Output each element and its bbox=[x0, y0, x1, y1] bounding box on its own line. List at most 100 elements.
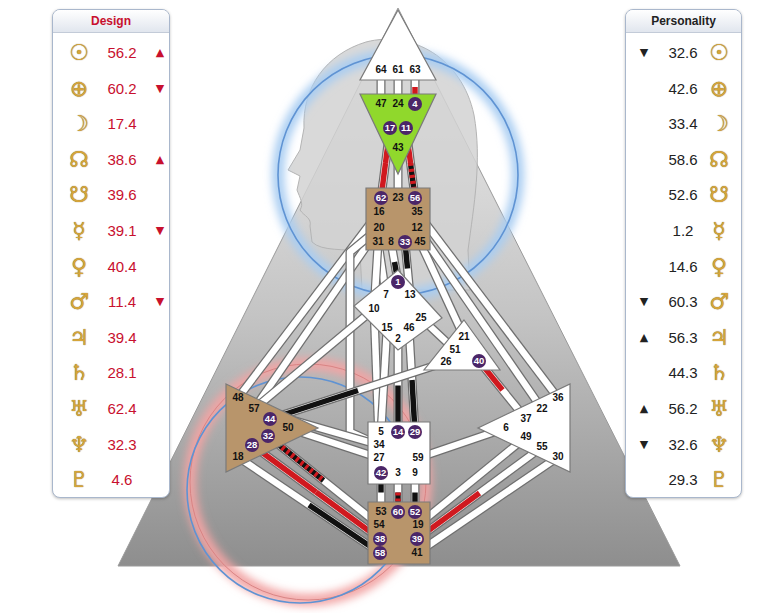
gate-number: 13 bbox=[404, 290, 415, 300]
channel bbox=[417, 447, 542, 539]
gate-number: 55 bbox=[536, 442, 547, 452]
channel-fill bbox=[238, 457, 380, 553]
center-outline bbox=[368, 502, 430, 564]
change-arrow: ▼ bbox=[640, 295, 648, 308]
throat-center: 622356163520123183345 bbox=[366, 188, 430, 250]
gate-number: 44 bbox=[263, 412, 277, 426]
gate-number: 41 bbox=[411, 548, 422, 558]
sacral-center: 514293427594239 bbox=[368, 422, 430, 484]
gate-number: 16 bbox=[373, 207, 384, 217]
gate-line-value: 38.6 bbox=[107, 150, 136, 167]
planet-symbol: ♆ bbox=[709, 431, 729, 456]
gate-line-value: 56.3 bbox=[668, 328, 697, 345]
gate-number: 30 bbox=[552, 452, 563, 462]
root-center: 536052541938395841 bbox=[368, 502, 430, 564]
panel-title: Personality bbox=[626, 10, 741, 32]
gate-number: 62 bbox=[374, 191, 388, 205]
gate-line-value: 44.3 bbox=[668, 364, 697, 381]
planet-symbol: ♅ bbox=[709, 396, 729, 421]
solar-plexus-center: 3622376495530 bbox=[478, 384, 570, 472]
ajna-center: 47244171143 bbox=[360, 94, 436, 174]
gate-number: 7 bbox=[383, 290, 389, 300]
gate-line-value: 58.6 bbox=[668, 150, 697, 167]
gate-number: 10 bbox=[368, 304, 379, 314]
panel-header: Personality bbox=[626, 10, 741, 33]
gate-number: 33 bbox=[398, 235, 412, 249]
planet-symbol: ⊕ bbox=[70, 75, 88, 100]
planet-symbol: ♇ bbox=[709, 467, 729, 492]
channel-fill bbox=[270, 362, 446, 419]
gate-number: 9 bbox=[412, 468, 418, 478]
change-arrow: ▼ bbox=[156, 81, 164, 94]
channel-fill bbox=[252, 445, 380, 539]
gate-number: 63 bbox=[409, 65, 420, 75]
gate-line-value: 33.4 bbox=[668, 115, 697, 132]
glow-ring bbox=[278, 55, 518, 295]
panel-header: Design bbox=[53, 10, 169, 33]
gate-line-value: 32.3 bbox=[107, 435, 136, 452]
gate-line-value: 42.6 bbox=[668, 79, 697, 96]
planet-symbol: ♂ bbox=[69, 289, 89, 314]
channel-outline bbox=[350, 228, 379, 445]
planet-symbol: ♄ bbox=[709, 360, 729, 385]
panel-title: Design bbox=[53, 10, 169, 32]
center-outline bbox=[368, 422, 430, 484]
gate-number: 4 bbox=[408, 97, 422, 111]
background-triangle bbox=[118, 8, 680, 566]
channel bbox=[398, 339, 399, 432]
gate-number: 27 bbox=[373, 453, 384, 463]
gate-number: 19 bbox=[412, 520, 423, 530]
channel-outline bbox=[417, 457, 558, 553]
center-shape bbox=[424, 320, 500, 370]
planet-symbol: ♆ bbox=[69, 431, 89, 456]
gate-line-value: 60.2 bbox=[107, 79, 136, 96]
g-center: 1713102515462 bbox=[354, 270, 442, 350]
planet-symbol: ☋ bbox=[69, 182, 89, 207]
gate-number: 1 bbox=[391, 275, 405, 289]
gate-number: 42 bbox=[374, 466, 388, 480]
gate-number: 34 bbox=[373, 440, 384, 450]
planet-symbol: ⊕ bbox=[710, 75, 728, 100]
channel-fill bbox=[417, 212, 558, 398]
gate-line-value: 28.1 bbox=[107, 364, 136, 381]
center-outline bbox=[478, 384, 570, 472]
change-arrow: ▼ bbox=[640, 437, 648, 450]
gate-number: 20 bbox=[373, 223, 384, 233]
channel-outline bbox=[252, 445, 380, 539]
gate-number: 35 bbox=[411, 207, 422, 217]
gate-number: 23 bbox=[392, 193, 403, 203]
center-outline bbox=[424, 320, 500, 370]
center-outline bbox=[354, 270, 442, 350]
planet-symbol: ♀ bbox=[711, 253, 727, 278]
gate-number: 59 bbox=[412, 453, 423, 463]
change-arrow: ▲ bbox=[156, 46, 164, 59]
spleen-center: 48574450322818 bbox=[226, 384, 318, 472]
planet-symbol: ☽ bbox=[69, 111, 89, 136]
gate-number: 31 bbox=[372, 237, 383, 247]
gate-number: 28 bbox=[245, 438, 259, 452]
gate-line-value: 60.3 bbox=[668, 293, 697, 310]
change-arrow: ▼ bbox=[156, 224, 164, 237]
planet-symbol: ♄ bbox=[69, 360, 89, 385]
gate-number: 53 bbox=[375, 507, 386, 517]
gate-number: 57 bbox=[248, 404, 259, 414]
gate-line-value: 52.6 bbox=[668, 186, 697, 203]
channel-fill bbox=[417, 447, 542, 539]
gate-line-value: 11.4 bbox=[108, 293, 136, 310]
gate-line-value: 39.6 bbox=[107, 186, 136, 203]
gate-number: 17 bbox=[383, 121, 397, 135]
change-arrow: ▲ bbox=[156, 152, 164, 165]
planet-symbol: ☉ bbox=[709, 40, 729, 65]
center-outline bbox=[366, 188, 430, 250]
gate-line-value: 32.6 bbox=[668, 435, 697, 452]
gate-number: 49 bbox=[520, 432, 531, 442]
channel bbox=[417, 212, 558, 398]
gate-line-value: 56.2 bbox=[107, 44, 136, 61]
gate-number: 64 bbox=[375, 65, 386, 75]
gate-number: 8 bbox=[388, 237, 394, 247]
gate-number: 51 bbox=[449, 345, 460, 355]
channel-outline bbox=[409, 328, 415, 432]
gate-number: 54 bbox=[373, 520, 384, 530]
planet-symbol: ♂ bbox=[709, 289, 729, 314]
